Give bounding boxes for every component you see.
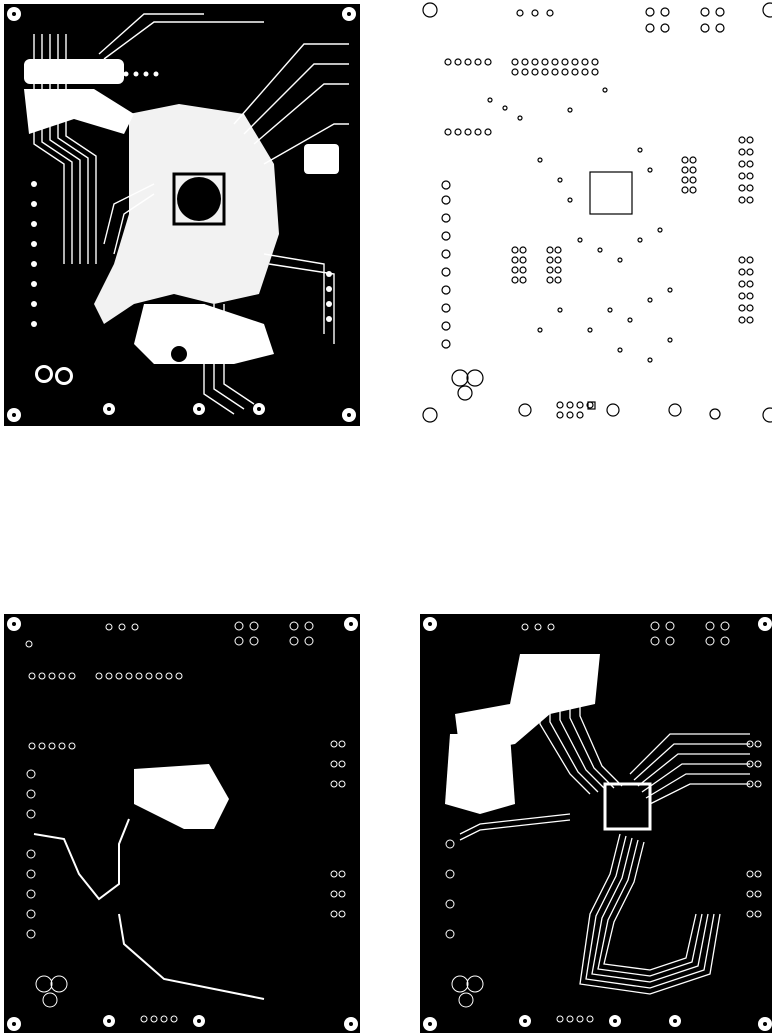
pcb-layer-top-right xyxy=(420,0,772,430)
pcb-layer-bottom-right xyxy=(420,614,772,1033)
pcb-layer-top-left xyxy=(4,4,360,426)
pcb-layer-bottom-left xyxy=(4,614,360,1033)
